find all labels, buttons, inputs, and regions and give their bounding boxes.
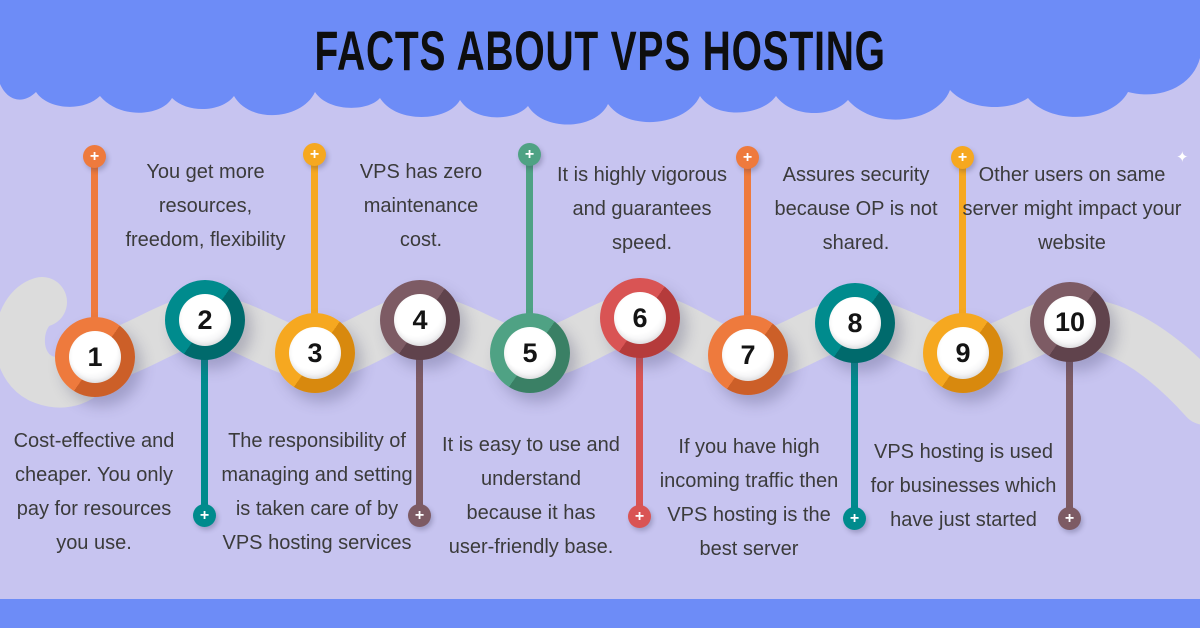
plus-icon: + xyxy=(628,505,651,528)
fact-text: It is highly vigorous and guarantees spe… xyxy=(556,164,728,254)
fact-text: It is easy to use and understand because… xyxy=(442,434,620,558)
fact-number-badge: 10 xyxy=(1030,282,1110,362)
fact-text: You get more resources, freedom, flexibi… xyxy=(125,161,286,251)
connector-line xyxy=(959,160,966,356)
fact-number: 6 xyxy=(614,292,666,344)
fact-number-badge: 6 xyxy=(600,278,680,358)
page-title: FACTS ABOUT VPS HOSTING xyxy=(314,19,886,83)
connector-line xyxy=(636,320,643,516)
fact-number-badge: 1 xyxy=(55,317,135,397)
connector-line xyxy=(1066,324,1073,519)
fact-number-badge: 5 xyxy=(490,313,570,393)
plus-icon: + xyxy=(408,504,431,527)
plus-icon: + xyxy=(518,143,541,166)
plus-icon: + xyxy=(303,143,326,166)
footer-band xyxy=(0,599,1200,628)
connector-line xyxy=(201,322,208,514)
fact-number: 5 xyxy=(504,327,556,379)
connector-line xyxy=(851,325,858,519)
plus-icon: + xyxy=(193,504,216,527)
fact-number-badge: 9 xyxy=(923,313,1003,393)
connector-line xyxy=(416,322,423,514)
plus-icon: + xyxy=(1058,507,1081,530)
plus-icon: + xyxy=(951,146,974,169)
fact-number-badge: 7 xyxy=(708,315,788,395)
fact-number: 3 xyxy=(289,327,341,379)
fact-text: Other users on same server might impact … xyxy=(962,164,1182,254)
plus-icon: + xyxy=(843,507,866,530)
connector-line xyxy=(744,161,751,358)
fact-text: If you have high incoming traffic then V… xyxy=(659,436,839,560)
fact-number-badge: 2 xyxy=(165,280,245,360)
fact-number-badge: 3 xyxy=(275,313,355,393)
plus-icon: + xyxy=(736,146,759,169)
fact-number: 4 xyxy=(394,294,446,346)
fact-number: 10 xyxy=(1044,296,1096,348)
connector-line xyxy=(526,158,533,356)
fact-number: 9 xyxy=(937,327,989,379)
fact-text: Assures security because OP is not share… xyxy=(774,164,938,254)
fact-text: VPS hosting is used for businesses which… xyxy=(870,441,1057,531)
connector-line xyxy=(311,158,318,356)
fact-number: 1 xyxy=(69,331,121,383)
fact-number: 2 xyxy=(179,294,231,346)
connector-line xyxy=(91,160,98,360)
plus-icon: + xyxy=(83,145,106,168)
sparkle-icon: ✦ xyxy=(1176,149,1189,166)
fact-text: The responsibility of managing and setti… xyxy=(221,430,413,554)
fact-text: Cost-effective and cheaper. You only pay… xyxy=(13,430,175,554)
fact-text: VPS has zero maintenance cost. xyxy=(359,161,483,251)
fact-number-badge: 8 xyxy=(815,283,895,363)
fact-number-badge: 4 xyxy=(380,280,460,360)
fact-number: 8 xyxy=(829,297,881,349)
fact-number: 7 xyxy=(722,329,774,381)
